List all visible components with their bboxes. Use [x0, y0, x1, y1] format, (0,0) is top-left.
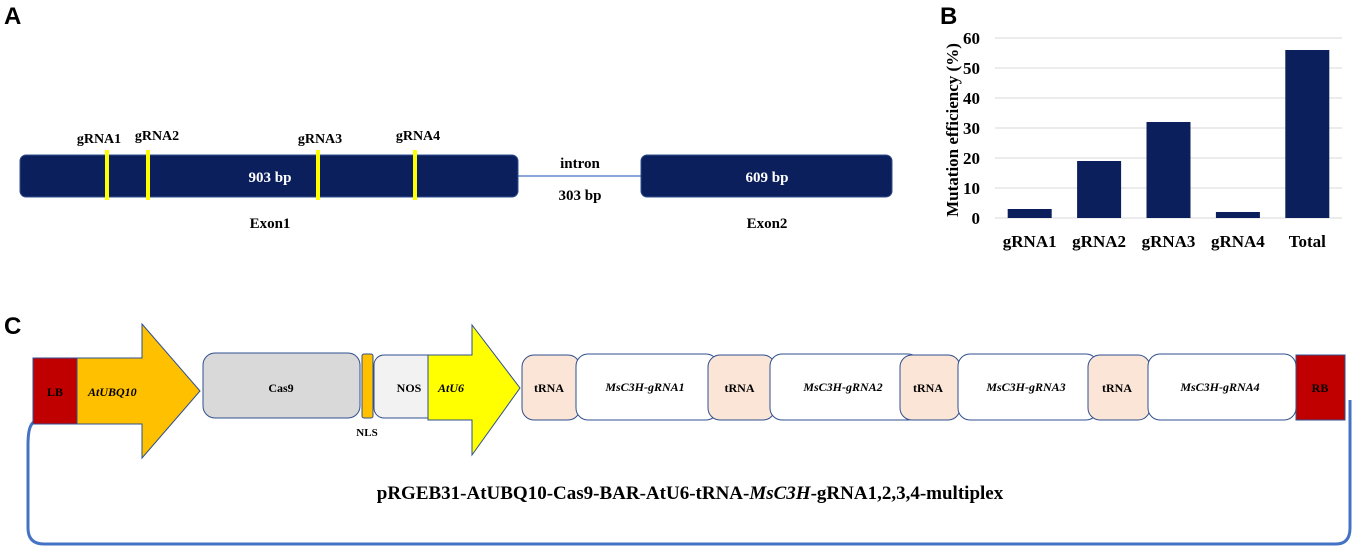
- panel-label-a: A: [4, 3, 21, 30]
- y-tick-label: 40: [963, 89, 980, 108]
- exon1-size: 903 bp: [249, 170, 292, 186]
- construct-title-part: -gRNA1,2,3,4-multiplex: [811, 483, 1004, 504]
- guide-label-4: MsC3H-gRNA4: [1179, 380, 1259, 394]
- exon2-box: [640, 154, 893, 198]
- grna1-label: gRNA1: [77, 132, 121, 147]
- y-tick-label: 20: [963, 149, 980, 168]
- gene-structure: gRNA1 gRNA2 gRNA3 gRNA4 903 bp 609 bp in…: [19, 129, 893, 232]
- x-tick-label: gRNA3: [1142, 232, 1196, 251]
- intron-label: intron: [560, 156, 600, 172]
- x-tick-label: Total: [1289, 232, 1326, 251]
- y-tick-label: 0: [972, 209, 981, 228]
- atubq10-label: AtUBQ10: [87, 385, 137, 399]
- bar-grna3: [1146, 122, 1191, 218]
- atu6-promoter-arrow: [427, 323, 521, 457]
- guide-label-3: MsC3H-gRNA3: [985, 380, 1065, 394]
- grna3-label: gRNA3: [298, 132, 342, 147]
- guide-label-1: MsC3H-gRNA1: [604, 380, 684, 394]
- guide-label-2: MsC3H-gRNA2: [802, 380, 882, 394]
- grna3-site: [316, 150, 320, 200]
- nls-label: NLS: [356, 427, 377, 439]
- grna4-site: [413, 150, 417, 200]
- lb-label: LB: [47, 385, 63, 399]
- trna-label: tRNA: [534, 381, 564, 395]
- trna-label: tRNA: [725, 381, 755, 395]
- exon2-size: 609 bp: [746, 170, 789, 186]
- grna4-label: gRNA4: [396, 129, 440, 144]
- vector-backbone: [26, 400, 1352, 546]
- bar-grna4: [1215, 212, 1260, 218]
- y-tick-label: 10: [963, 179, 980, 198]
- cas9-box: [202, 352, 361, 419]
- intron-size: 303 bp: [559, 188, 602, 204]
- x-tick-label: gRNA4: [1211, 232, 1265, 251]
- exon2-label: Exon2: [747, 216, 788, 232]
- bar-grna2: [1077, 161, 1122, 218]
- y-tick-label: 50: [963, 59, 980, 78]
- x-tick-label: gRNA2: [1072, 232, 1126, 251]
- rb-box: [1295, 354, 1346, 421]
- atu6-label: AtU6: [437, 381, 464, 395]
- exon1-box: [19, 154, 519, 198]
- y-tick-label: 30: [963, 119, 980, 138]
- x-tick-label: gRNA1: [1003, 232, 1057, 251]
- nos-label: NOS: [397, 381, 422, 395]
- grna2-label: gRNA2: [135, 129, 179, 144]
- mutation-efficiency-chart: Mutation efficiency (%) 0 10 20 30 40 50 60 gRN…: [943, 29, 1342, 251]
- trna-label: tRNA: [913, 381, 943, 395]
- panel-label-b: B: [940, 3, 957, 30]
- construct-title: pRGEB31-AtUBQ10-Cas9-BAR-AtU6-tRNA-MsC3H…: [377, 483, 1004, 504]
- grna1-site: [105, 150, 109, 200]
- construct-map: LB AtUBQ10 Cas9 NLS NOS AtU6 tRNA MsC3H-g…: [26, 322, 1352, 546]
- bar-grna1: [1007, 209, 1052, 218]
- cas9-label: Cas9: [268, 381, 293, 395]
- trna-label: tRNA: [1102, 381, 1132, 395]
- rb-label: RB: [1312, 381, 1329, 395]
- construct-title-gene: MsC3H: [748, 483, 811, 504]
- atubq10-promoter-arrow: [76, 322, 201, 460]
- bar-total: [1285, 50, 1330, 218]
- y-tick-label: 60: [963, 29, 980, 48]
- exon1-label: Exon1: [250, 216, 291, 232]
- y-axis-label: Mutation efficiency (%): [943, 43, 962, 217]
- panel-label-c: C: [4, 313, 21, 340]
- construct-title-part: pRGEB31-AtUBQ10-Cas9-BAR-AtU6-tRNA-: [377, 483, 750, 504]
- nls-box: [361, 353, 374, 419]
- grna2-site: [146, 150, 150, 200]
